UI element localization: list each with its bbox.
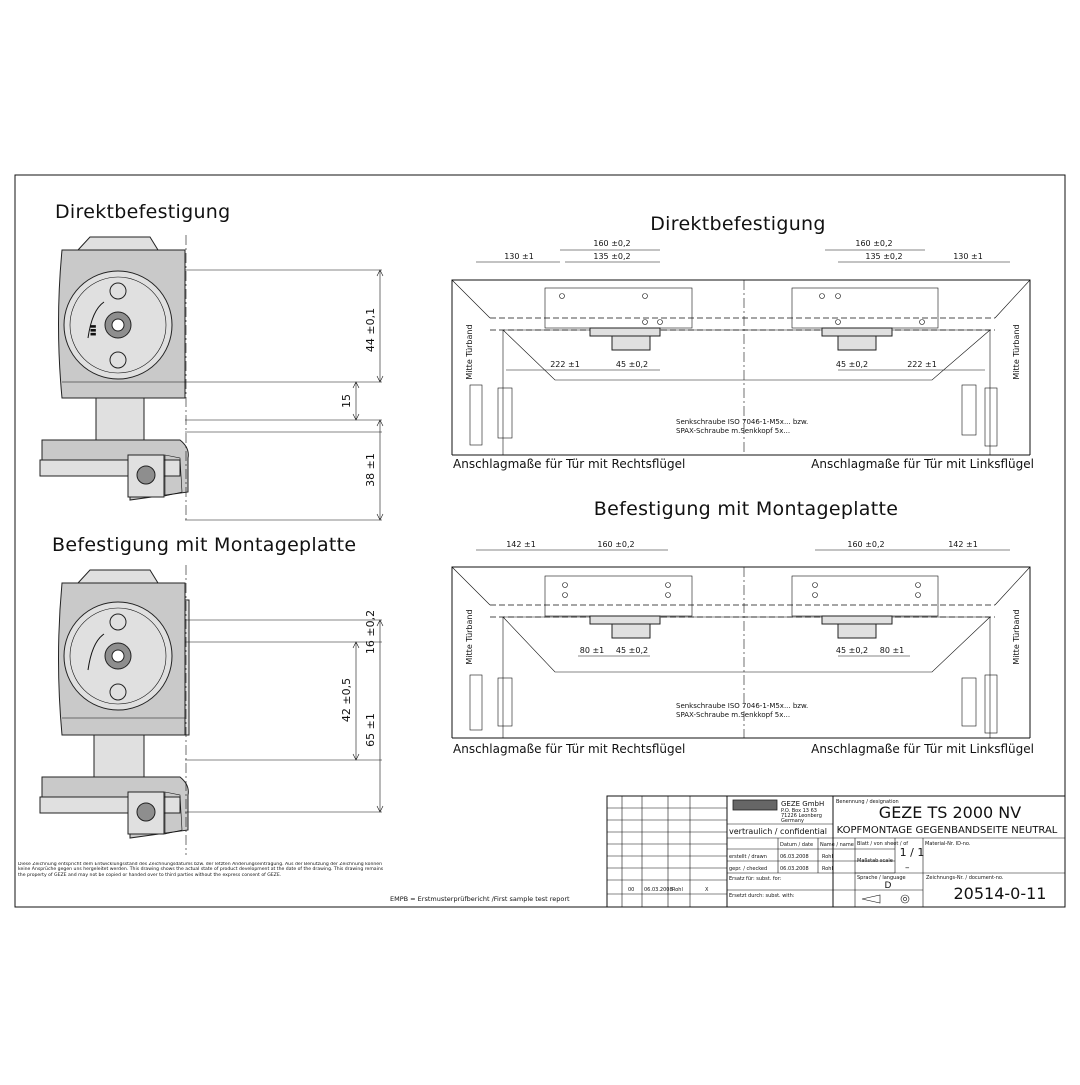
replaces-label: Ersatz für: subst. for: <box>729 876 782 882</box>
company-addr3: Germany <box>781 818 804 824</box>
dim-80-right: 80 ±1 <box>880 646 905 655</box>
left-title-plate: Befestigung mit Montageplatte <box>52 534 356 556</box>
svg-text:▮▮▮: ▮▮▮ <box>89 324 97 336</box>
language-value: D <box>885 881 892 891</box>
front-view-direct <box>451 249 1031 456</box>
dim-160-plate-right: 160 ±0,2 <box>847 540 884 549</box>
product-subtitle: KOPFMONTAGE GEGENBANDSEITE NEUTRAL <box>837 825 1058 836</box>
caption-left-wing-plate: Anschlagmaße für Tür mit Linksflügel <box>811 742 1034 756</box>
checked-label: gepr. / checked <box>729 866 767 872</box>
caption-right-wing-direct: Anschlagmaße für Tür mit Rechtsflügel <box>453 457 685 471</box>
dim-142-left: 142 ±1 <box>506 540 536 549</box>
scale-label: Maßstab scale <box>857 858 893 864</box>
dim-38: 38 ±1 <box>364 453 377 487</box>
left-title-direct: Direktbefestigung <box>55 201 231 223</box>
closer-side-view-plate <box>39 569 190 839</box>
scale-value: – <box>905 863 910 873</box>
mitte-label-direct-right: Mitte Türband <box>1012 324 1021 379</box>
company-addr2: 71226 Leonberg <box>781 813 822 819</box>
right-title-plate: Befestigung mit Montageplatte <box>594 498 898 520</box>
revision-name: Rohl <box>672 887 683 893</box>
legal-notes: Diese Zeichnung entspricht dem Entwicklu… <box>18 862 383 878</box>
product-name: GEZE TS 2000 NV <box>879 803 1021 822</box>
docno-label: Zeichnungs-Nr. / document-no. <box>926 875 1004 881</box>
screw-note-direct-2: SPAX-Schraube m.Senkkopf 5x... <box>676 427 790 435</box>
screw-note-direct-1: Senkschraube ISO 7046-1-M5x... bzw. <box>676 418 808 426</box>
sheet-label: Blatt / von sheet / of <box>857 841 908 847</box>
dim-142-right: 142 ±1 <box>948 540 978 549</box>
dim-65: 65 ±1 <box>364 713 377 747</box>
revision-date: 06.03.2008 <box>644 887 673 893</box>
sheet-value: 1 / 1 <box>900 846 925 859</box>
revision-mark: X <box>705 887 709 893</box>
front-view-plate <box>451 549 1031 739</box>
caption-left-wing-direct: Anschlagmaße für Tür mit Linksflügel <box>811 457 1034 471</box>
screw-note-plate-1: Senkschraube ISO 7046-1-M5x... bzw. <box>676 702 808 710</box>
drawn-label: erstellt / drawn <box>729 854 767 860</box>
checked-name: Rohl <box>822 866 833 872</box>
dim-160-left: 160 ±0,2 <box>593 239 630 248</box>
dim-160-plate-left: 160 ±0,2 <box>597 540 634 549</box>
dim-42: 42 ±0,5 <box>340 678 353 722</box>
drawn-date: 06.03.2008 <box>780 854 809 860</box>
material-label: Material-Nr. ID-no. <box>925 841 971 847</box>
language-label: Sprache / language <box>857 875 906 881</box>
dim-45-right: 45 ±0,2 <box>836 360 868 369</box>
mitte-label-plate-right: Mitte Türband <box>1012 609 1021 664</box>
closer-side-view-direct: ▮▮▮ <box>39 236 189 501</box>
dim-16: 16 ±0,2 <box>364 610 377 654</box>
dim-222-right: 222 ±1 <box>907 360 937 369</box>
dim-135-left: 135 ±0,2 <box>593 252 630 261</box>
dim-45-left: 45 ±0,2 <box>616 360 648 369</box>
designation-label: Benennung / designation <box>836 799 899 805</box>
dim-130-left: 130 ±1 <box>504 252 534 261</box>
title-block <box>606 795 1066 908</box>
company-addr1: P.O. Box 13 63 <box>781 808 817 814</box>
replaced-by-label: Ersetzt durch: subst. with: <box>729 893 795 899</box>
empb-note: EMPB = Erstmusterprüfbericht /First samp… <box>390 895 570 903</box>
drawn-name: Rohl <box>822 854 833 860</box>
name-label: Name / name <box>820 842 854 848</box>
dim-130-right: 130 ±1 <box>953 252 983 261</box>
dim-222-left: 222 ±1 <box>550 360 580 369</box>
screw-note-plate-2: SPAX-Schraube m.Senkkopf 5x... <box>676 711 790 719</box>
dim-15: 15 <box>340 394 353 408</box>
confidential-label: vertraulich / confidential <box>729 827 827 836</box>
revision-index: 00 <box>628 887 634 893</box>
dim-80-left: 80 ±1 <box>580 646 605 655</box>
sheet-border <box>14 174 1066 908</box>
date-label: Datum / date <box>780 842 813 848</box>
mitte-label-direct-left: Mitte Türband <box>465 324 474 379</box>
dim-135-right: 135 ±0,2 <box>865 252 902 261</box>
dim-160-right: 160 ±0,2 <box>855 239 892 248</box>
dim-45-plate-left: 45 ±0,2 <box>616 646 648 655</box>
right-title-direct: Direktbefestigung <box>650 213 826 235</box>
caption-right-wing-plate: Anschlagmaße für Tür mit Rechtsflügel <box>453 742 685 756</box>
company-name: GEZE GmbH <box>781 800 824 808</box>
dim-45-plate-right: 45 ±0,2 <box>836 646 868 655</box>
checked-date: 06.03.2008 <box>780 866 809 872</box>
dim-44: 44 ±0,1 <box>364 308 377 352</box>
document-number: 20514-0-11 <box>954 884 1047 903</box>
mitte-label-plate-left: Mitte Türband <box>465 609 474 664</box>
